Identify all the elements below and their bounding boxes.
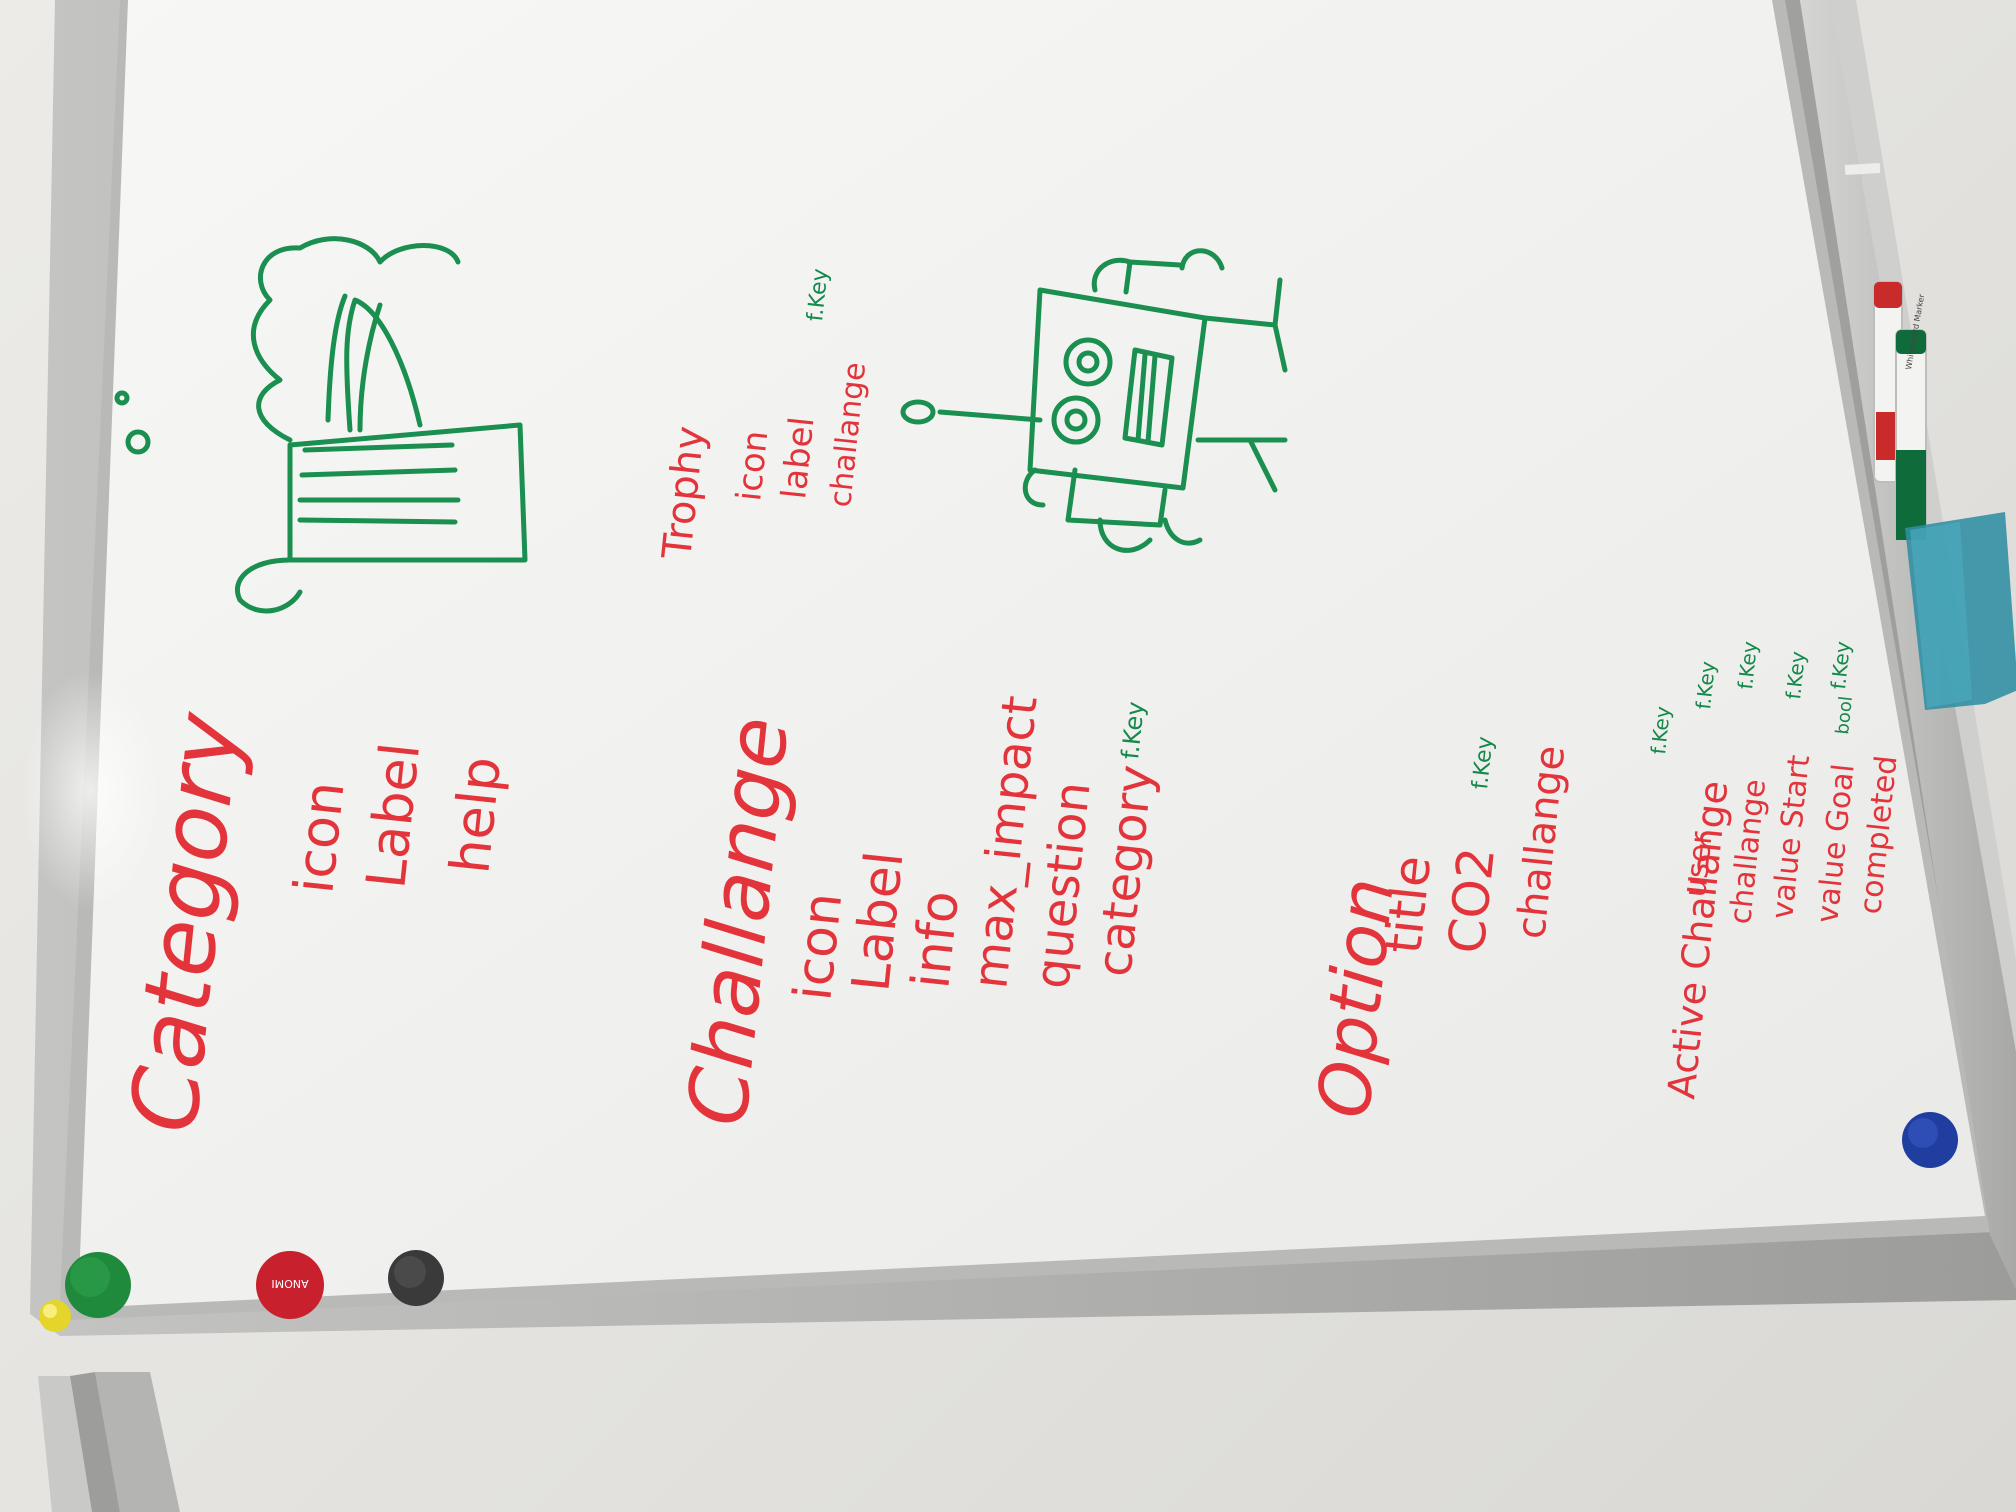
- red-magnet-label: ANOMI: [271, 1277, 308, 1290]
- challenge-field-label: Label: [841, 849, 915, 995]
- black-magnet: [388, 1250, 444, 1306]
- category-field-icon: icon: [282, 778, 356, 896]
- active-challenge-fkey-note-1: f.Key: [1646, 705, 1675, 756]
- green-marker: Whiteboard Marker: [1895, 293, 1927, 541]
- option-fkey-note: f.Key: [1468, 735, 1498, 790]
- option-field-co2: CO2: [1437, 845, 1506, 957]
- active-challenge-fkey-note-2: f.Key: [1691, 660, 1720, 711]
- active-challenge-completed-note: bool: [1832, 695, 1857, 735]
- surface-glare: [20, 670, 160, 910]
- eraser: [1905, 512, 2016, 710]
- red-magnet: ANOMI: [256, 1251, 324, 1319]
- challenge-field-info: info: [901, 888, 971, 991]
- green-magnet: [65, 1252, 131, 1318]
- whiteboard-surface: [78, 0, 1985, 1308]
- challenge-field-icon: icon: [783, 890, 854, 1003]
- category-field-help: help: [438, 754, 513, 877]
- robot-doodle: [900, 248, 1288, 553]
- active-challenge-fkey-note-3: f.Key: [1733, 640, 1762, 691]
- plant-doodle: [114, 236, 528, 614]
- board-stand-leg: [38, 1372, 180, 1512]
- trophy-field-label: label: [774, 415, 822, 501]
- trophy-fkey-note: f.Key: [803, 267, 833, 322]
- active-challenge-fkey-note-5: f.Key: [1826, 640, 1855, 691]
- option-field-title: title: [1374, 853, 1442, 956]
- category-field-label: Label: [354, 740, 432, 891]
- blue-magnet: [1902, 1112, 1958, 1168]
- trophy-field-icon: icon: [729, 429, 776, 503]
- active-challenge-fkey-note-4: f.Key: [1781, 650, 1810, 701]
- challenge-fkey-note: f.Key: [1116, 700, 1150, 760]
- yellow-pin: [39, 1300, 71, 1332]
- active-challenge-field-user: user: [1678, 829, 1720, 898]
